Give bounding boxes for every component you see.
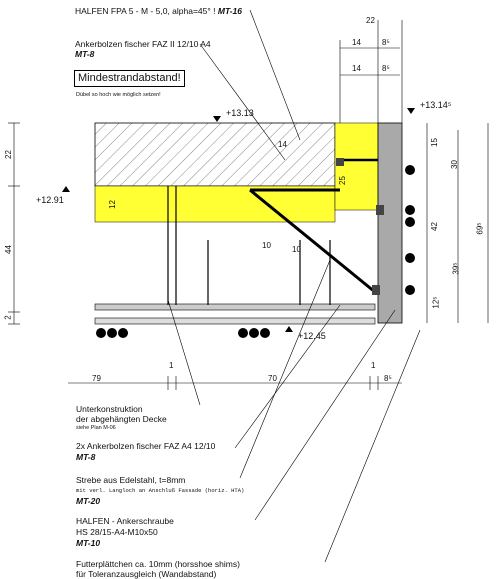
concrete-slab [94,122,336,187]
hanger-rods [167,186,331,305]
dim-lines-left [8,122,20,325]
dim-inner-12: 12 [107,200,117,209]
level-markers [62,108,415,332]
dim-bottom-85: 8⁵ [384,374,392,383]
dim-top-85: 8⁵ [382,38,390,47]
product-label: HALFEN FPA 5 - M - 5,0, alpha=45° ! MT-1… [75,6,242,16]
dim-lines-right [426,123,489,323]
dim-right-695: 69⁵ [475,222,485,235]
dim-right-42: 42 [429,222,439,231]
edge-distance-note: Mindestrandabstand! [74,70,185,87]
label-strut-code: MT-20 [76,496,101,506]
rivet-groups [96,165,415,338]
label-substructure-ref: siehe Plan M-06 [76,425,116,431]
ceiling-panel [94,303,376,325]
dim-top-14: 14 [352,38,361,47]
dim-inner-10: 10 [262,241,271,250]
dim-right-125: 12⁵ [431,296,441,309]
level-1291: +12.91 [36,195,64,205]
dim-top-22: 22 [366,16,375,25]
anchor-plates [336,158,384,295]
level-13145: +13.14⁵ [420,100,452,110]
label-halfen-line2: HS 28/15-A4-M10x50 [76,527,158,537]
label-shims-line2: für Toleranzausgleich (Wandabstand) [76,569,217,579]
label-substructure-line2: der abgehängten Decke [76,414,167,424]
dim-left-2: 2 [3,315,13,320]
anchor-bolt-label: Ankerbolzen fischer FAZ II 12/10 A4 [75,39,211,49]
leader-lines [167,9,421,563]
label-shims: Futterplättchen ca. 10mm (horsshoe shims… [76,559,240,569]
dim-left-22: 22 [3,150,13,159]
dim-lines-top [339,20,403,123]
dim-top-14b: 14 [352,64,361,73]
label-strut-note: mit verl. Langloch an Anschluß Fassade (… [76,487,245,494]
label-anchor2: 2x Ankerbolzen fischer FAZ A4 12/10 [76,441,216,451]
label-substructure: Unterkonstruktion [76,404,143,414]
dim-bottom-70: 70 [268,374,277,383]
label-anchor2-code: MT-8 [76,452,96,462]
dim-right-395: 39⁵ [451,262,461,275]
edge-distance-sub: Dübel so hoch wie möglich setzen! [76,92,161,98]
dim-lines-bottom [68,376,402,390]
level-1313: +13.13 [226,108,254,118]
steel-strut [249,158,378,294]
dim-inner-10b: 10 [292,245,301,254]
label-strut: Strebe aus Edelstahl, t=8mm [76,475,186,485]
facade-wall [377,122,403,324]
dim-bottom-1b: 1 [371,361,376,370]
label-halfen: HALFEN - Ankerschraube [76,516,174,526]
dim-right-15: 15 [429,138,439,147]
dim-left-44: 44 [3,245,13,254]
dim-right-30: 30 [449,160,459,169]
level-1245: +12.45 [298,331,326,341]
label-halfen-code: MT-10 [76,538,101,548]
insulation-band [94,122,379,223]
anchor-bolt-code: MT-8 [75,49,95,59]
dim-inner-25: 25 [337,176,347,185]
dim-inner-14: 14 [278,140,287,149]
dim-bottom-1: 1 [169,361,174,370]
dim-bottom-79: 79 [92,374,101,383]
dim-top-85b: 8⁵ [382,64,390,73]
